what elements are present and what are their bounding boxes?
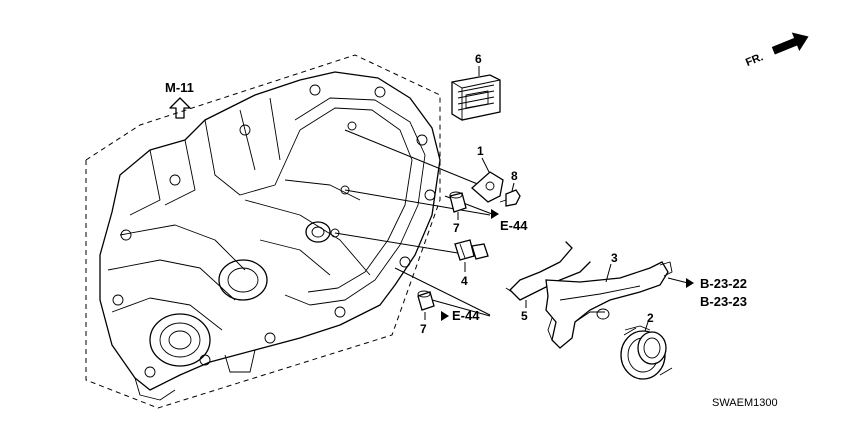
clutch-housing	[99, 71, 441, 401]
part-2-release-bearing	[620, 325, 673, 380]
part-5-spring-clip	[505, 241, 591, 301]
up-arrow-icon	[169, 97, 191, 119]
ref-b-23-22: B-23-22	[700, 276, 747, 291]
ref-m-11: M-11	[165, 80, 194, 95]
ref-b-23-23: B-23-23	[700, 294, 747, 309]
callout-6: 6	[475, 52, 482, 66]
part-1-bracket	[471, 171, 504, 203]
callout-4: 4	[461, 274, 468, 288]
diagram-code: SWAEM1300	[712, 397, 778, 409]
part-7-dowel-lower	[417, 290, 435, 311]
fr-label: FR.	[744, 51, 765, 69]
callout-7-upper: 7	[453, 221, 460, 235]
part-8-bolt	[499, 189, 521, 207]
part-7-dowel-upper	[449, 191, 467, 213]
ref-e44-lower: E-44	[452, 308, 480, 323]
assembly-boundary	[85, 54, 441, 409]
callout-7-lower: 7	[420, 322, 427, 336]
callout-5: 5	[521, 309, 528, 323]
part-4-switch	[454, 239, 489, 261]
part-6-cap	[451, 74, 501, 121]
ref-e44-upper: E-44	[500, 218, 528, 233]
callout-8: 8	[511, 169, 518, 183]
callout-2: 2	[647, 311, 654, 325]
forward-arrow-icon	[771, 32, 809, 55]
part-3-release-fork	[545, 261, 673, 349]
callout-1: 1	[477, 144, 484, 158]
callout-3: 3	[611, 251, 618, 265]
